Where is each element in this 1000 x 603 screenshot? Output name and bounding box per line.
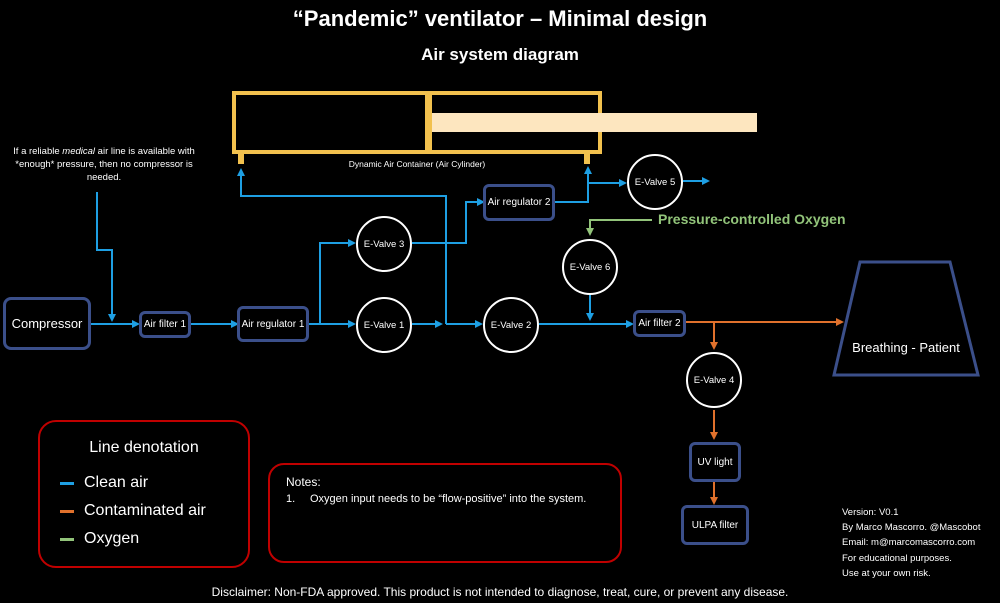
note-number: 1. xyxy=(286,493,296,505)
patient-label: Breathing - Patient xyxy=(852,340,960,355)
air-regulator-1-box: Air regulator 1 xyxy=(237,306,309,342)
legend-swatch-clean xyxy=(60,481,74,485)
legend-label: Contaminated air xyxy=(84,502,206,519)
evalve-3: E-Valve 3 xyxy=(356,216,412,272)
legend-item-contaminated-air: Contaminated air xyxy=(60,501,206,521)
evalve-2: E-Valve 2 xyxy=(483,297,539,353)
cylinder-label: Dynamic Air Container (Air Cylinder) xyxy=(348,159,486,169)
cylinder-port-right xyxy=(584,152,590,164)
risk-line: Use at your own risk. xyxy=(842,567,931,579)
version-line: Version: V0.1 xyxy=(842,507,899,518)
notes-panel: Notes: 1. Oxygen input needs to be “flow… xyxy=(268,463,622,563)
evalve-6: E-Valve 6 xyxy=(562,239,618,295)
notes-heading: Notes: xyxy=(286,475,321,489)
oxygen-label: Pressure-controlled Oxygen xyxy=(658,211,846,227)
legend-swatch-oxygen xyxy=(60,537,74,541)
air-filter-1-box: Air filter 1 xyxy=(139,311,191,338)
cylinder-feed-line xyxy=(237,168,447,324)
email-line: Email: m@marcomascorro.com xyxy=(842,537,976,549)
oxygen-line xyxy=(586,219,652,236)
compressor-box: Compressor xyxy=(3,297,91,350)
clean-air-lines xyxy=(88,166,710,328)
uv-light-box: UV light xyxy=(689,442,741,482)
page-title: “Pandemic” ventilator – Minimal design xyxy=(292,6,708,31)
legend-label: Clean air xyxy=(84,474,149,491)
air-filter-2-box: Air filter 2 xyxy=(633,310,686,337)
regulator2-to-cylinder-line xyxy=(555,166,592,203)
line-legend: Line denotation Clean air Contaminated a… xyxy=(38,420,250,568)
air-regulator-2-box: Air regulator 2 xyxy=(483,184,555,221)
regulator1-to-evalve3-line xyxy=(319,239,356,324)
note-item: 1. Oxygen input needs to be “flow-positi… xyxy=(286,493,604,505)
page-subtitle: Air system diagram xyxy=(421,45,579,64)
piston-rod xyxy=(432,113,757,132)
legend-item-oxygen: Oxygen xyxy=(60,529,139,549)
patient-shape xyxy=(832,260,980,377)
evalve3-to-regulator2-line xyxy=(412,198,485,244)
evalve-1: E-Valve 1 xyxy=(356,297,412,353)
legend-swatch-contaminated xyxy=(60,509,74,513)
ulpa-filter-box: ULPA filter xyxy=(681,505,749,545)
note-text: Oxygen input needs to be “flow-positive”… xyxy=(310,493,587,505)
legend-label: Oxygen xyxy=(84,530,140,547)
legend-item-clean-air: Clean air xyxy=(60,473,148,493)
disclaimer: Disclaimer: Non-FDA approved. This produ… xyxy=(211,585,789,599)
air-cylinder xyxy=(232,91,757,164)
purpose-line: For educational purposes. xyxy=(842,552,952,564)
evalve-4: E-Valve 4 xyxy=(686,352,742,408)
medical-air-note: If a reliable medical air line is availa… xyxy=(13,146,195,183)
contaminated-air-lines xyxy=(685,318,844,505)
evalve-5: E-Valve 5 xyxy=(627,154,683,210)
author-line: By Marco Mascorro. @Mascobot xyxy=(842,522,981,534)
cylinder-port-left xyxy=(238,152,244,164)
legend-title: Line denotation xyxy=(89,439,199,456)
medical-line xyxy=(96,192,116,322)
version-info: Version: V0.1 By Marco Mascorro. @Mascob… xyxy=(842,505,980,581)
